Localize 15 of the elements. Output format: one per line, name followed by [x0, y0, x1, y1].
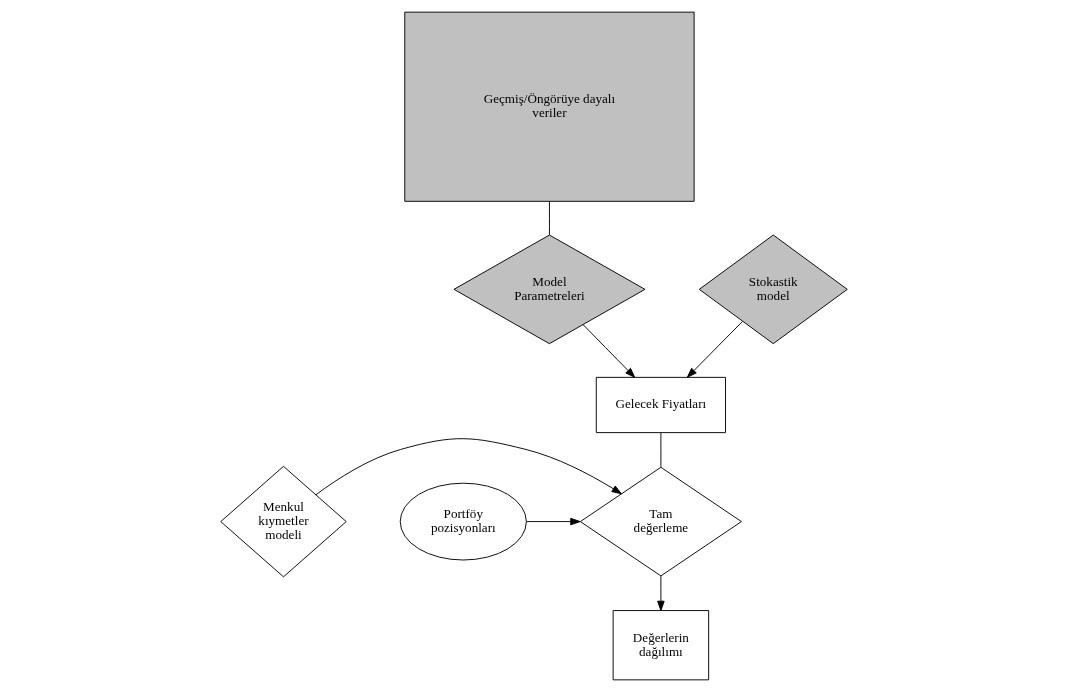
arrow [525, 517, 581, 526]
arrow [686, 320, 743, 378]
arrow [314, 438, 622, 496]
node-box: Değerlerin dağılımı [612, 610, 709, 681]
arrow [582, 324, 635, 378]
arrow [656, 575, 665, 611]
node-diamond: Stokastik model [698, 234, 848, 345]
connector [548, 201, 550, 236]
node-diamond: Model Parametreleri [452, 234, 645, 345]
node-box: Gelecek Fiyatları [595, 376, 726, 434]
node-ellipse: Portföy pozisyonları [399, 482, 527, 561]
node-box: Geçmiş/Öngörüye dayalı veriler [403, 11, 695, 202]
connector [659, 432, 661, 468]
node-diamond: Tam değerleme [579, 466, 742, 577]
node-diamond: Menkul kıymetler modeli [219, 465, 347, 578]
